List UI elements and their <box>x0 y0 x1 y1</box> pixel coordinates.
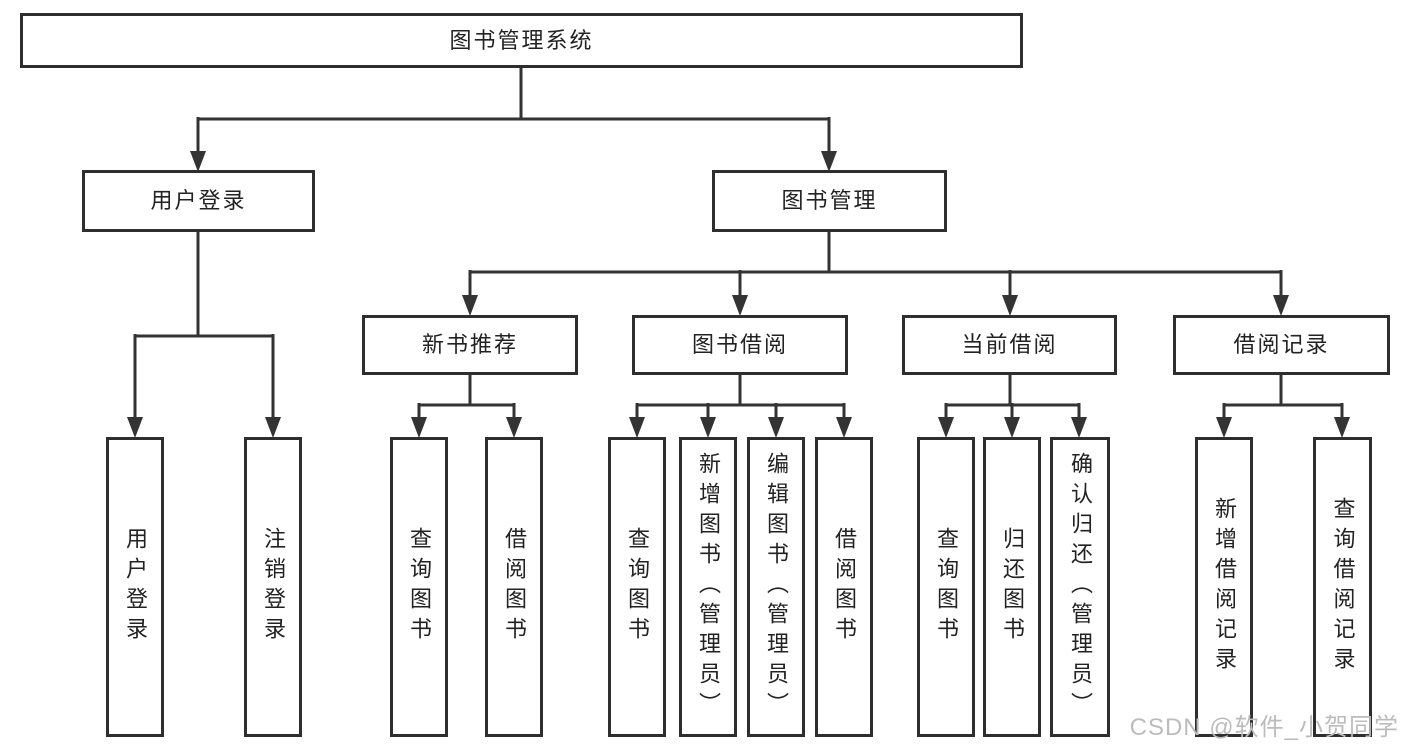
node-label: 新增图书（管理员） <box>696 452 721 722</box>
node-book-management-module: 图书管理 <box>712 170 947 232</box>
node-label: 注销登录 <box>261 527 286 647</box>
leaf-query-books-current: 查询图书 <box>917 437 975 737</box>
node-label: 用户登录 <box>123 527 148 647</box>
node-label: 查询图书 <box>625 527 650 647</box>
arrowheads-current-borrow-children <box>938 417 1087 438</box>
csdn-watermark: CSDN @软件_小贺同学 <box>1129 714 1399 741</box>
leaf-add-books-admin: 新增图书（管理员） <box>679 437 737 737</box>
node-new-book-recommend: 新书推荐 <box>362 315 578 375</box>
leaf-query-books-recommend: 查询图书 <box>390 437 448 737</box>
node-user-login-module: 用户登录 <box>82 170 315 232</box>
connector-book-borrow-children <box>635 375 846 418</box>
arrowheads-user-login-children <box>127 417 281 438</box>
connector-user-login-children <box>133 232 275 418</box>
node-label: 图书借阅 <box>691 332 788 357</box>
connector-borrow-records-children <box>1222 375 1344 418</box>
leaf-query-borrow-record: 查询借阅记录 <box>1313 437 1372 737</box>
node-label: 图书管理系统 <box>449 27 594 53</box>
node-label: 确认归还（管理员） <box>1068 452 1093 722</box>
arrowheads-borrow-records-children <box>1216 417 1350 438</box>
node-label: 查询借阅记录 <box>1330 497 1356 677</box>
node-label: 用户登录 <box>150 188 247 213</box>
connector-new-books-children <box>417 375 516 418</box>
node-label: 新增借阅记录 <box>1212 497 1237 677</box>
arrowheads-level2 <box>190 151 837 172</box>
leaf-logout: 注销登录 <box>244 437 302 737</box>
leaf-borrow-books: 借阅图书 <box>815 437 873 737</box>
node-label: 当前借阅 <box>961 332 1058 357</box>
connector-root-to-level2 <box>196 68 831 152</box>
leaf-borrow-books-recommend: 借阅图书 <box>485 437 543 737</box>
node-label: 图书管理 <box>781 188 878 213</box>
node-label: 编辑图书（管理员） <box>764 452 789 722</box>
connector-book-mgmt-children <box>468 232 1283 296</box>
node-book-borrowing: 图书借阅 <box>632 315 848 375</box>
leaf-confirm-return-admin: 确认归还（管理员） <box>1050 437 1110 737</box>
node-label: 借阅图书 <box>832 527 857 647</box>
node-label: 借阅记录 <box>1233 332 1330 357</box>
node-label: 查询图书 <box>407 527 432 647</box>
arrowheads-book-mgmt-children <box>462 295 1289 316</box>
node-library-system-root: 图书管理系统 <box>20 13 1023 68</box>
arrowheads-book-borrow-children <box>629 417 852 438</box>
node-current-borrowing: 当前借阅 <box>902 315 1117 375</box>
leaf-user-login: 用户登录 <box>106 437 164 737</box>
node-label: 归还图书 <box>1000 527 1025 647</box>
node-label: 新书推荐 <box>421 332 518 357</box>
leaf-return-books: 归还图书 <box>983 437 1041 737</box>
leaf-add-borrow-record: 新增借阅记录 <box>1195 437 1253 737</box>
connector-current-borrow-children <box>944 375 1081 418</box>
node-label: 查询图书 <box>934 527 959 647</box>
leaf-query-books-borrow: 查询图书 <box>608 437 666 737</box>
arrowheads-new-books-children <box>411 417 522 438</box>
node-borrowing-records: 借阅记录 <box>1173 315 1390 375</box>
leaf-edit-books-admin: 编辑图书（管理员） <box>747 437 805 737</box>
node-label: 借阅图书 <box>502 527 527 647</box>
